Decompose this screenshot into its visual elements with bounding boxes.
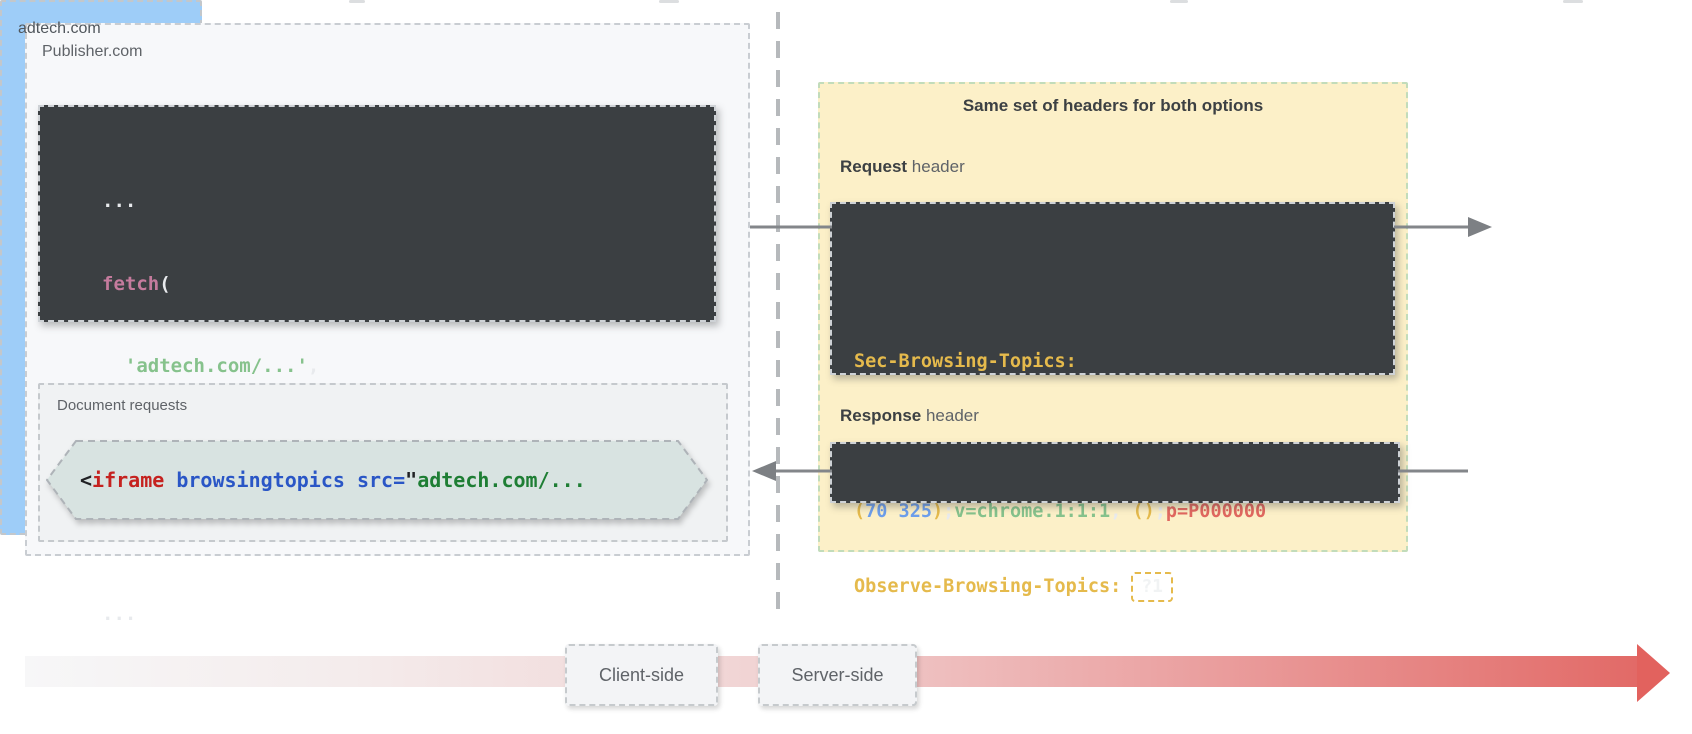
iframe-snippet-shape: [46, 440, 708, 520]
response-header-label: Response header: [840, 406, 979, 426]
cropped-text-artifact: [1170, 0, 1188, 3]
request-header-label-rest: header: [907, 157, 965, 176]
request-header-block: Sec-Browsing-Topics: (70 325);v=chrome.1…: [830, 202, 1395, 522]
client-side-chip: Client-side: [565, 644, 718, 706]
code-line: ...: [102, 602, 137, 625]
code-line: Sec-Browsing-Topics:: [854, 351, 1077, 372]
server-side-chip: Server-side: [758, 644, 917, 706]
code-line: fetch(: [102, 272, 171, 295]
code-line: ...: [102, 190, 137, 212]
fetch-code-block: ... fetch( 'adtech.com/...', {browsingTo…: [38, 105, 716, 625]
code-line: (70 325);v=chrome.1:1:1, ();p=P000000: [854, 501, 1267, 522]
response-header-text: Observe-Browsing-Topics:: [854, 576, 1122, 597]
cropped-text-artifact: [349, 0, 365, 3]
left-arrowhead-icon: [752, 461, 776, 481]
cropped-text-artifact: [659, 0, 679, 3]
server-side-label: Server-side: [791, 664, 884, 685]
request-header-label: Request header: [840, 157, 965, 177]
cropped-text-artifact: [1563, 0, 1583, 3]
observe-value-badge: ?1: [1131, 572, 1173, 602]
response-header-label-bold: Response: [840, 406, 922, 425]
document-requests-label: Document requests: [57, 397, 188, 414]
code-line: Observe-Browsing-Topics: ?1: [854, 558, 1398, 615]
request-header-label-bold: Request: [840, 157, 908, 176]
response-header-label-rest: header: [921, 406, 979, 425]
timeline-arrowhead-icon: [1637, 644, 1670, 702]
adtech-label: adtech.com: [18, 20, 101, 37]
iframe-code: <iframe browsingtopics src="adtech.com/.…: [80, 468, 586, 492]
client-side-label: Client-side: [598, 664, 685, 685]
publisher-label: Publisher.com: [42, 43, 143, 60]
headers-panel-title: Same set of headers for both options: [962, 96, 1264, 115]
right-arrowhead-icon: [1468, 217, 1492, 237]
code-line: 'adtech.com/...',: [124, 355, 320, 377]
response-header-block: Observe-Browsing-Topics: ?1: [830, 442, 1400, 602]
